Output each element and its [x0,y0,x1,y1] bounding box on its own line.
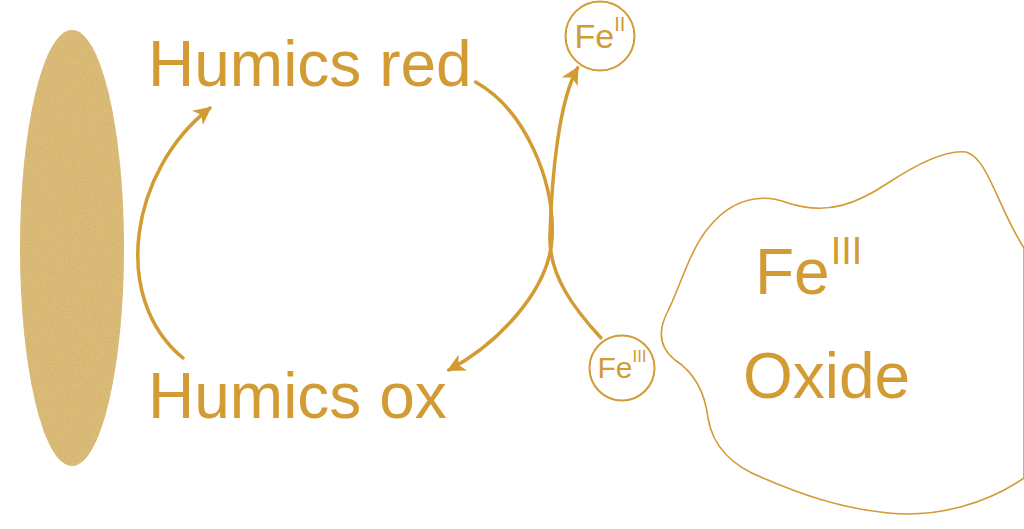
oxidation-state: III [831,232,863,270]
species-label: Humics red [148,32,472,96]
reaction-arrow [138,108,210,358]
mineral-border [661,152,1024,514]
ion-formula: FeII [564,0,636,72]
mineral-shape [655,148,1024,529]
mineral-outline: FeIII Oxide [655,148,1024,529]
iron-ion-circle: FeII [564,0,636,72]
iron-ion-circle: FeIII [588,334,656,402]
element-symbol: Fe [755,240,830,304]
species-label-node: Humics red [148,32,472,96]
reaction-arrow [550,68,601,338]
cell-texture [18,28,128,470]
reaction-arrow [449,82,553,370]
mineral-name: Oxide [743,344,910,408]
ion-formula: FeIII [588,334,656,402]
element-symbol: Fe [597,353,632,383]
species-label: Humics ox [148,364,447,428]
oxidation-state: III [632,348,646,365]
circle-border [590,336,655,401]
circle-border [566,2,635,71]
element-symbol: Fe [575,19,615,53]
species-label-node: Humics ox [148,364,447,428]
oxidation-state: II [614,14,625,34]
